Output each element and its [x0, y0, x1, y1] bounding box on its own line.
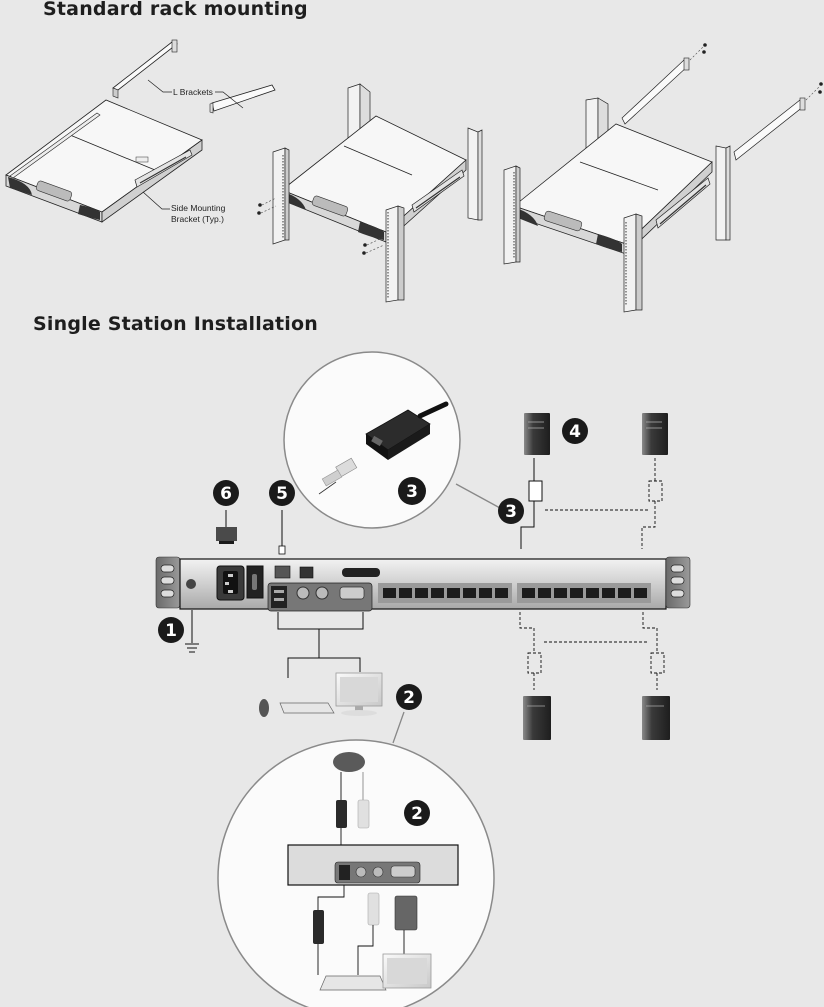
- inset-console-cabling: 2: [217, 739, 495, 1007]
- label-side-mounting-line2: Bracket (Typ.): [171, 214, 224, 224]
- usb-plug-keyboard: [313, 910, 324, 944]
- svg-text:3: 3: [406, 482, 418, 502]
- computer-bottom-left: [523, 696, 551, 740]
- callout-2-inset: [404, 800, 430, 826]
- computer-top-right: [642, 413, 668, 455]
- svg-text:5: 5: [276, 484, 288, 504]
- keyboard-icon: [319, 975, 387, 991]
- console-connection-lines: [277, 612, 364, 678]
- usb-plug: [336, 800, 347, 828]
- callout-4: [562, 418, 588, 444]
- mouse-icon: [259, 699, 269, 717]
- svg-text:1: 1: [165, 621, 177, 641]
- computer-bottom-right: [642, 696, 670, 740]
- label-l-brackets: L Brackets: [173, 87, 213, 97]
- callout-3: 3: [498, 498, 524, 524]
- callout-3-inset: [398, 477, 426, 505]
- label-side-mounting-line1: Side Mounting: [171, 203, 226, 213]
- keyboard-icon: [279, 702, 335, 714]
- ps2-plug-keyboard: [367, 892, 380, 926]
- vga-plug: [394, 895, 418, 931]
- callout-5-network: 5: [269, 480, 295, 555]
- ps2-plug: [357, 799, 370, 829]
- firmware-upgrade-port: [342, 568, 380, 577]
- svg-text:2: 2: [411, 804, 423, 824]
- ground-screw: [186, 579, 196, 589]
- svg-text:2: 2: [403, 688, 415, 708]
- svg-text:3: 3: [505, 502, 517, 522]
- rack-unit-exploded: L Brackets Side Mounting Bracket (Typ.): [5, 39, 276, 224]
- console-devices: [259, 672, 383, 717]
- rack-unit-front-mount: [257, 83, 483, 303]
- callout-6-power-cord: 6: [213, 480, 239, 544]
- computer-top-left: 4: [524, 413, 588, 455]
- inset-adapter-cable: 3: [283, 351, 501, 529]
- section-title-single-station: Single Station Installation: [33, 313, 318, 335]
- svg-text:6: 6: [220, 484, 232, 504]
- rack-unit-rear-mount: [503, 43, 823, 313]
- section-title-rack-mounting: Standard rack mounting: [43, 0, 308, 20]
- pon-port: [299, 566, 314, 579]
- lan-port: [274, 565, 291, 579]
- callout-1-ground: 1: [158, 610, 199, 653]
- svg-text:4: 4: [569, 422, 581, 442]
- kvm-switch-rear-panel: [155, 556, 691, 612]
- bottom-connection-lines: [519, 612, 665, 690]
- top-connection-lines: [520, 458, 663, 549]
- mouse-icon: [333, 752, 365, 772]
- callout-2: 2: [392, 684, 422, 744]
